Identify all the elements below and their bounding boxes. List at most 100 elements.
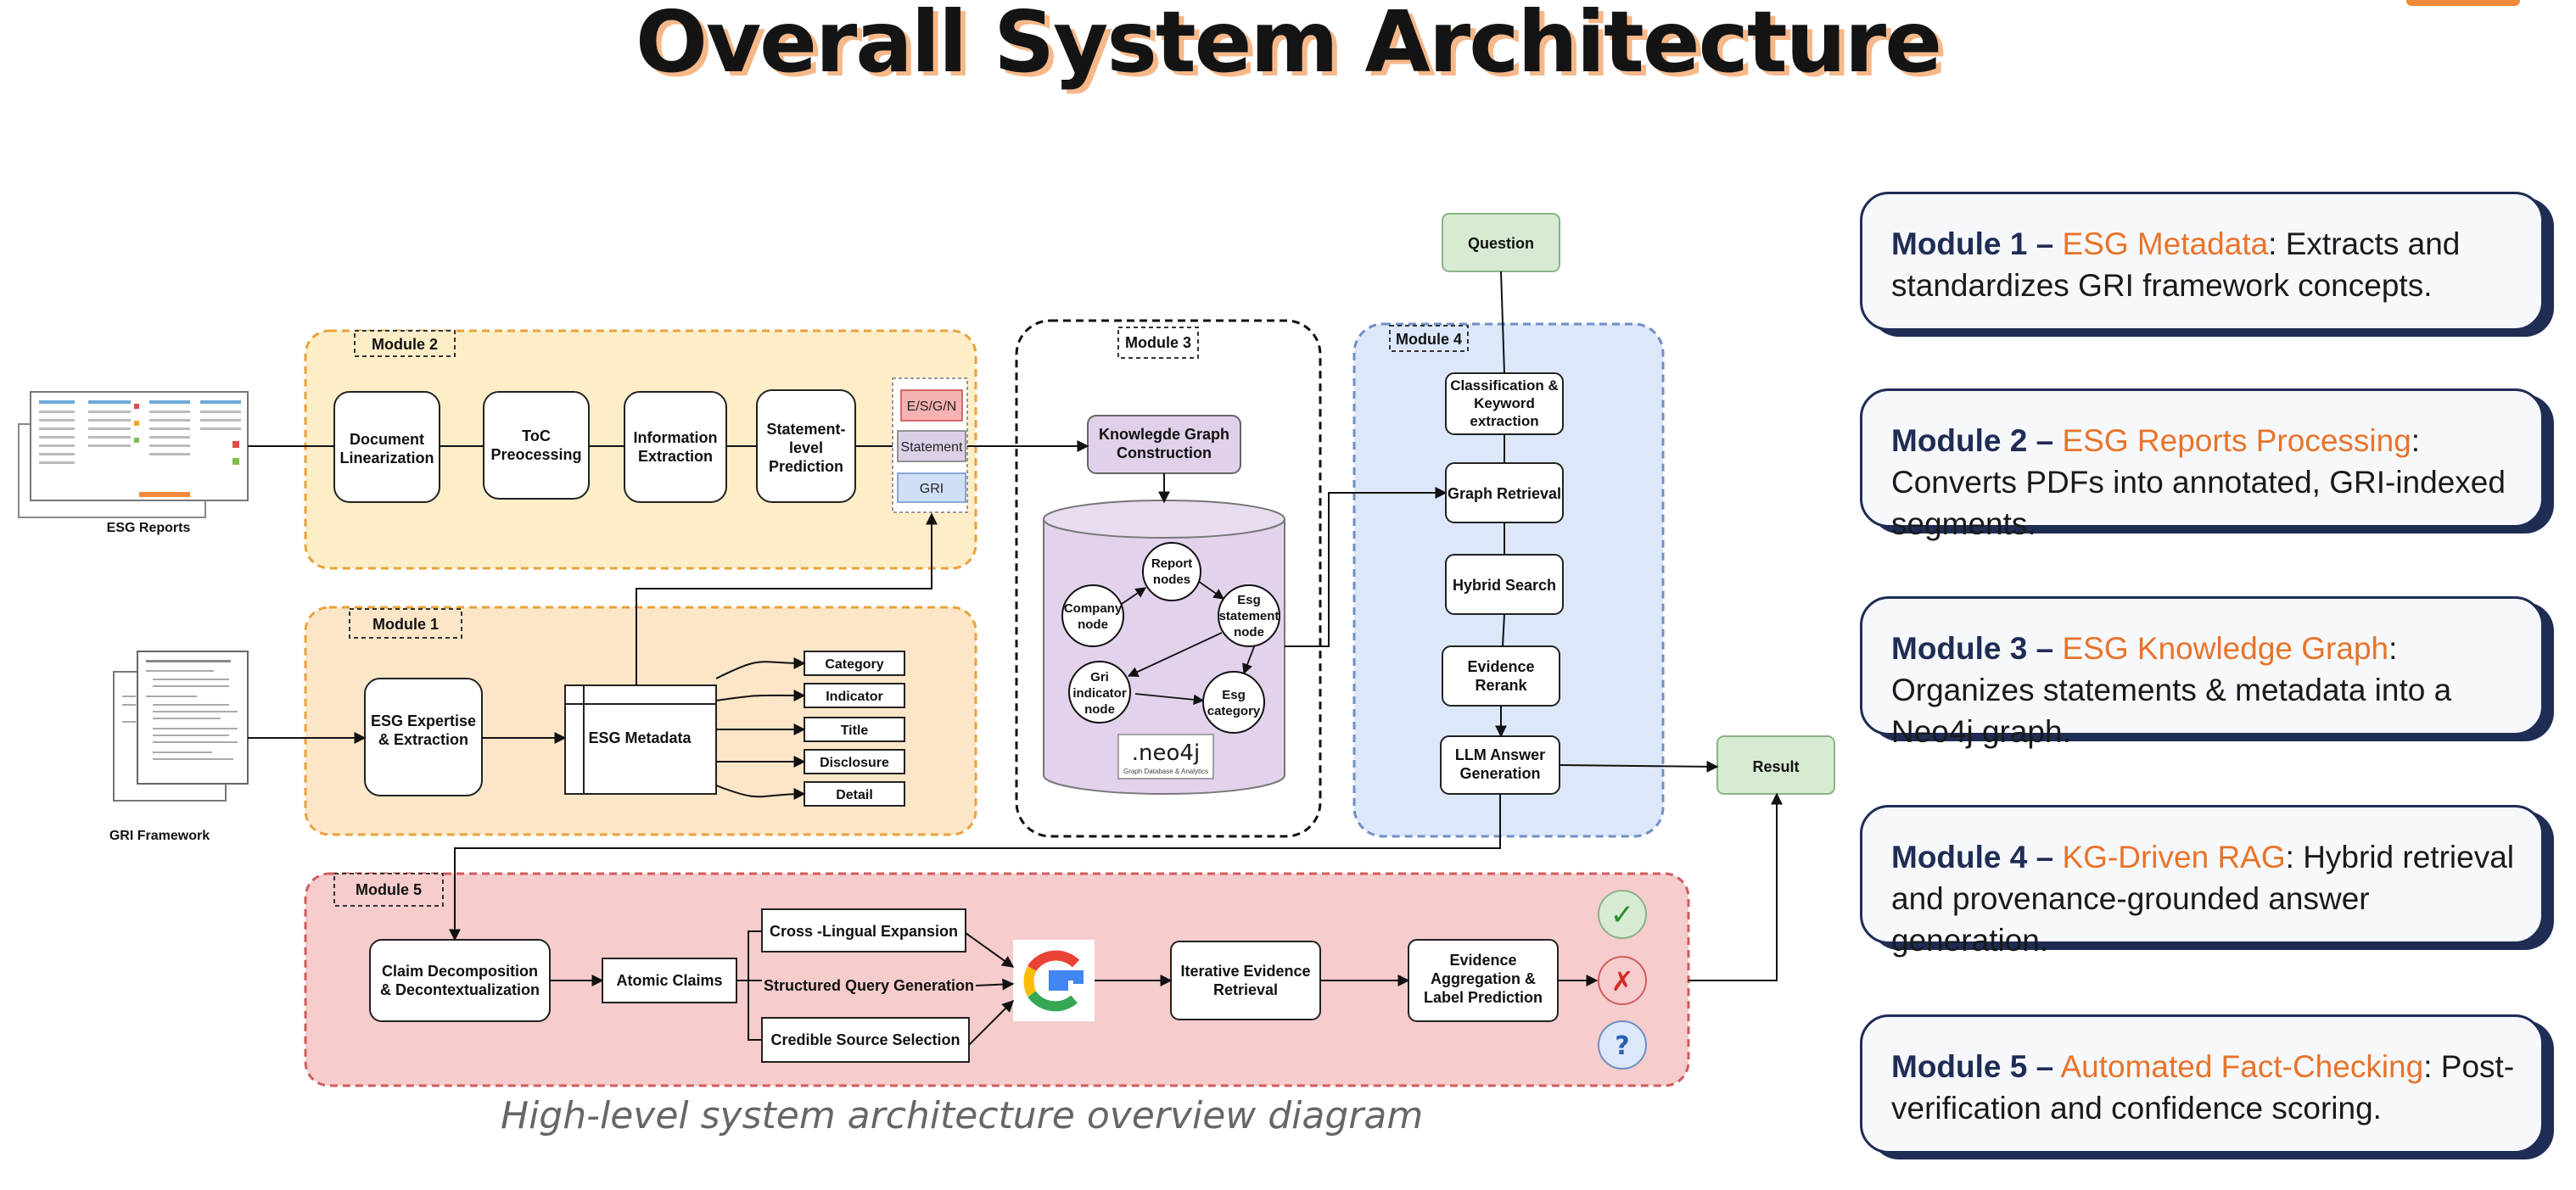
- svg-text:Atomic Claims: Atomic Claims: [616, 972, 722, 989]
- svg-text:Category: Category: [825, 657, 883, 672]
- module5-tag: Module 5: [356, 881, 422, 898]
- svg-text:ESG Metadata: ESG Metadata: [588, 729, 692, 746]
- card-module1: Module 1 – ESG Metadata: Extracts and st…: [1860, 192, 2544, 331]
- structured-query-generation: Structured Query Generation: [764, 977, 974, 994]
- svg-text:Indicator: Indicator: [826, 690, 883, 704]
- claim-decomposition: Claim Decomposition& Decontextualization: [369, 939, 551, 1022]
- google-search-icon: [1013, 940, 1095, 1021]
- card-module3: Module 3 – ESG Knowledge Graph: Organize…: [1860, 596, 2544, 749]
- card-topic: KG-Driven RAG: [2062, 840, 2286, 874]
- uncertain-question-icon: ?: [1598, 1020, 1647, 1070]
- card-description: : Organizes statements & metadata into a…: [1891, 631, 2452, 749]
- card-description: : Post-verification and confidence scori…: [1891, 1049, 2515, 1126]
- card-module4: Module 4 – KG-Driven RAG: Hybrid retriev…: [1860, 805, 2544, 958]
- gri-framework-thumbnail: [113, 651, 249, 802]
- esg-reports-label: ESG Reports: [107, 521, 191, 535]
- connectors: [248, 271, 1783, 1046]
- label-gri: GRI: [920, 482, 944, 496]
- gri-framework-label: GRI Framework: [109, 829, 210, 843]
- svg-text:Disclosure: Disclosure: [820, 756, 889, 770]
- cross-lingual-expansion: Cross -Lingual Expansion: [761, 908, 966, 953]
- card-topic: ESG Metadata: [2062, 226, 2269, 261]
- card-description: : Converts PDFs into annotated, GRI-inde…: [1891, 423, 2506, 541]
- svg-text:Hybrid Search: Hybrid Search: [1453, 577, 1556, 594]
- svg-text:✗: ✗: [1611, 965, 1634, 997]
- label-statement: Statement: [901, 440, 963, 455]
- atomic-claims: Atomic Claims: [602, 958, 737, 1003]
- module5-tag-box: [333, 873, 444, 907]
- metadata-fields: Category Indicator Title Disclosure Deta…: [804, 651, 905, 807]
- module2-tag: Module 2: [372, 336, 438, 353]
- neo4j-logo: .neo4j Graph Database & Analytics: [1117, 734, 1214, 779]
- svg-text:Claim Decomposition& Decontext: Claim Decomposition& Decontextualization: [380, 963, 540, 998]
- svg-text:✓: ✓: [1610, 898, 1635, 932]
- module4-tag-box: [1389, 325, 1469, 352]
- module4-step-hybrid-search: Hybrid Search: [1445, 554, 1564, 615]
- card-module-label: Module 4 –: [1891, 840, 2054, 874]
- question-box: Question: [1442, 213, 1560, 272]
- svg-text:Title: Title: [841, 723, 869, 738]
- module3-tag: Module 3: [1125, 334, 1191, 351]
- svg-text:Detail: Detail: [836, 788, 873, 802]
- card-description: : Hybrid retrieval and provenance-ground…: [1891, 840, 2514, 958]
- svg-text:Cross -Lingual Expansion: Cross -Lingual Expansion: [770, 923, 958, 940]
- module4-tag: Module 4: [1396, 331, 1462, 348]
- card-module-label: Module 5 –: [1891, 1049, 2054, 1084]
- result-box: Result: [1716, 735, 1835, 795]
- card-description: : Extracts and standardizes GRI framewor…: [1891, 226, 2461, 303]
- esg-reports-thumbnail: [18, 391, 249, 518]
- corner-accent-tab: [2406, 0, 2520, 6]
- module1-tag-box: [349, 608, 462, 639]
- card-module2: Module 2 – ESG Reports Processing: Conve…: [1860, 388, 2544, 541]
- svg-text:Result: Result: [1752, 758, 1799, 775]
- svg-text:Question: Question: [1468, 235, 1534, 252]
- card-topic: Automated Fact-Checking: [2060, 1049, 2424, 1084]
- refuted-cross-icon: ✗: [1598, 956, 1647, 1005]
- card-module-label: Module 1 –: [1891, 226, 2054, 261]
- label-esgn: E/S/G/N: [907, 399, 957, 414]
- svg-text:?: ?: [1615, 1031, 1629, 1061]
- svg-text:.neo4j: .neo4j: [1132, 740, 1200, 766]
- card-topic: ESG Reports Processing: [2062, 423, 2411, 458]
- svg-text:Graph Retrieval: Graph Retrieval: [1448, 485, 1561, 502]
- module2-tag-box: [354, 330, 456, 357]
- module1-tag: Module 1: [372, 616, 439, 633]
- page-title: Overall System Architecture: [635, 0, 1942, 92]
- card-module5: Module 5 – Automated Fact-Checking: Post…: [1860, 1014, 2544, 1154]
- module1-expertise: ESG Expertise& Extraction: [364, 678, 483, 796]
- credible-source-selection: Credible Source Selection: [761, 1017, 970, 1063]
- card-module-label: Module 3 –: [1891, 631, 2054, 666]
- svg-text:Credible Source Selection: Credible Source Selection: [770, 1031, 960, 1048]
- module1-metadata: ESG Metadata: [564, 684, 717, 795]
- card-module-label: Module 2 –: [1891, 423, 2054, 458]
